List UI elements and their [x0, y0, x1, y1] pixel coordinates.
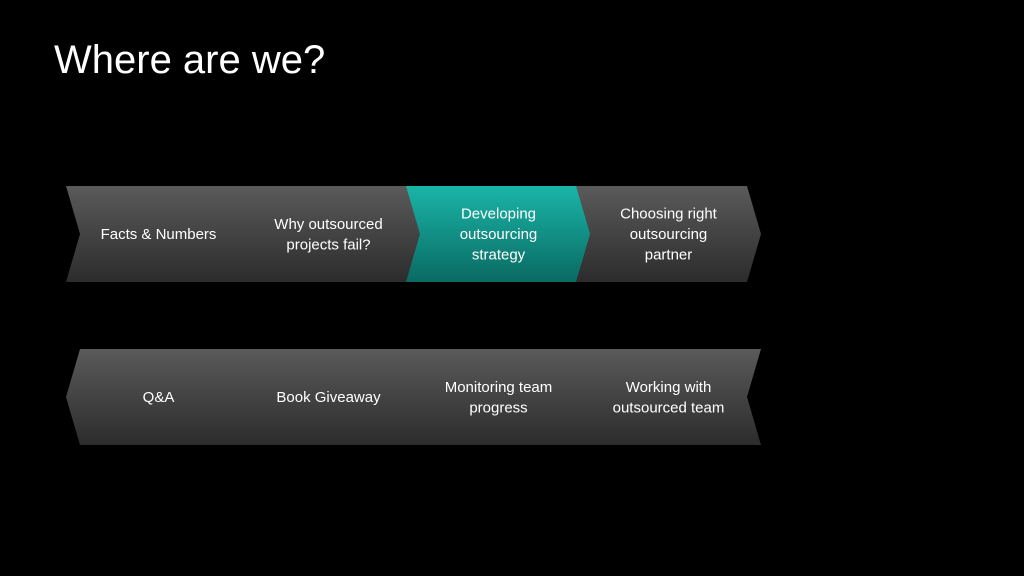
chevron-shape — [406, 349, 591, 445]
step-label: Facts & Numbers — [101, 226, 217, 243]
chevron-shape — [576, 349, 761, 445]
step-label: Developing outsourcing strategy — [460, 206, 538, 264]
step-label-line: outsourced team — [613, 399, 725, 416]
step-label-line: progress — [469, 399, 527, 416]
step-facts-numbers: Facts & Numbers — [66, 186, 251, 282]
step-label-line: Facts & Numbers — [101, 226, 217, 243]
active-chevron-shape — [406, 186, 591, 282]
step-label: Choosing right outsourcing partner — [620, 206, 718, 264]
chevron-shape — [66, 186, 251, 282]
step-label: Why outsourced projects fail? — [274, 216, 382, 254]
step-label: Working with outsourced team — [613, 379, 725, 417]
step-label-line: projects fail? — [286, 236, 370, 253]
slide-title: Where are we? — [54, 38, 326, 82]
step-q-a: Q&A — [66, 349, 251, 445]
chevron-shape — [66, 349, 251, 445]
step-label-line: Why outsourced — [274, 216, 382, 233]
step-monitoring-team-progress: Monitoring team progress — [406, 349, 591, 445]
step-label-line: Book Giveaway — [276, 389, 381, 406]
step-label-line: Choosing right — [620, 206, 718, 223]
step-choosing-right-outsourcing-partner: Choosing right outsourcing partner — [576, 186, 761, 282]
step-developing-outsourcing-strategy: Developing outsourcing strategy — [406, 186, 591, 282]
step-label-line: strategy — [472, 247, 526, 264]
top-row-steps: Facts & Numbers Why outsourced projects fa… — [66, 186, 761, 282]
step-why-outsourced-projects-fail: Why outsourced projects fail? — [236, 186, 421, 282]
chevron-shape — [236, 186, 421, 282]
step-book-giveaway: Book Giveaway — [236, 349, 421, 445]
bottom-row-steps: Q&A Book Giveaway Monitoring team progress W… — [66, 349, 761, 445]
chevron-shape — [236, 349, 421, 445]
step-label-line: Developing — [461, 206, 536, 223]
step-label-line: Monitoring team — [445, 379, 553, 396]
step-working-with-outsourced-team: Working with outsourced team — [576, 349, 761, 445]
step-label-line: outsourcing — [460, 226, 538, 243]
chevron-shape — [576, 186, 761, 282]
step-label: Book Giveaway — [276, 389, 381, 406]
step-label-line: Working with — [626, 379, 712, 396]
step-label-line: partner — [645, 247, 693, 264]
step-label-line: Q&A — [143, 389, 175, 406]
step-label-line: outsourcing — [630, 226, 708, 243]
step-label: Monitoring team progress — [445, 379, 553, 417]
step-label: Q&A — [143, 389, 175, 406]
